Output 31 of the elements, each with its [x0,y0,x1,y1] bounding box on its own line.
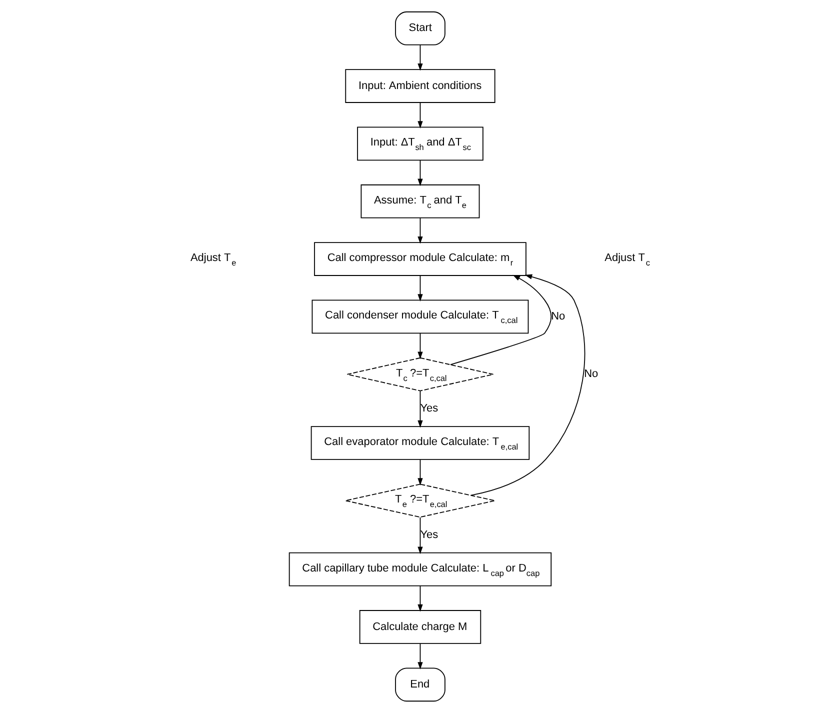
arrow [417,160,422,186]
node-box: End [394,668,445,702]
edge-label: No [584,368,598,380]
arrow [449,274,552,366]
arrow [417,275,422,302]
arrow [417,333,422,360]
node-diamond: T$_{c}$ ?=T$_{c,cal}$ [346,357,494,392]
edge-label: Yes [420,528,438,541]
arrow [470,274,585,496]
arrow [417,218,422,244]
node-box: Call capillary tube module Calculate: L$_{cap}$ or D$_{cap}$ [288,552,552,586]
node-box: Start [394,11,445,46]
node-box: Call compressor module Calculate: m$_{r}$ [314,242,526,276]
node-box: Call evaporator module Calculate: T$_{e,cal}$ [310,426,530,460]
label: Adjust T$_{c}$ [604,252,650,268]
node-box: Calculate charge M [358,610,481,644]
node-diamond: T$_{e}$ ?=T$_{e,cal}$ [344,484,495,518]
arrow [417,102,422,128]
arrow [417,390,422,428]
node-box: Input: ΔT$_{sh}$ and ΔT$_{sc}$ [356,126,483,161]
arrow [417,643,422,670]
arrow [417,586,422,612]
arrow [417,516,422,554]
arrow [417,44,422,71]
edge-label: Yes [420,402,438,415]
node-box: Input: Ambient conditions [344,69,495,103]
edge-label: No [550,310,565,323]
label: Adjust T$_{e}$ [190,252,236,268]
node-box: Assume: T$_{c}$ and T$_{e}$ [360,184,480,218]
arrow [417,459,422,486]
node-box: Call condenser module Calculate: T$_{c,cal}$ [311,300,528,334]
